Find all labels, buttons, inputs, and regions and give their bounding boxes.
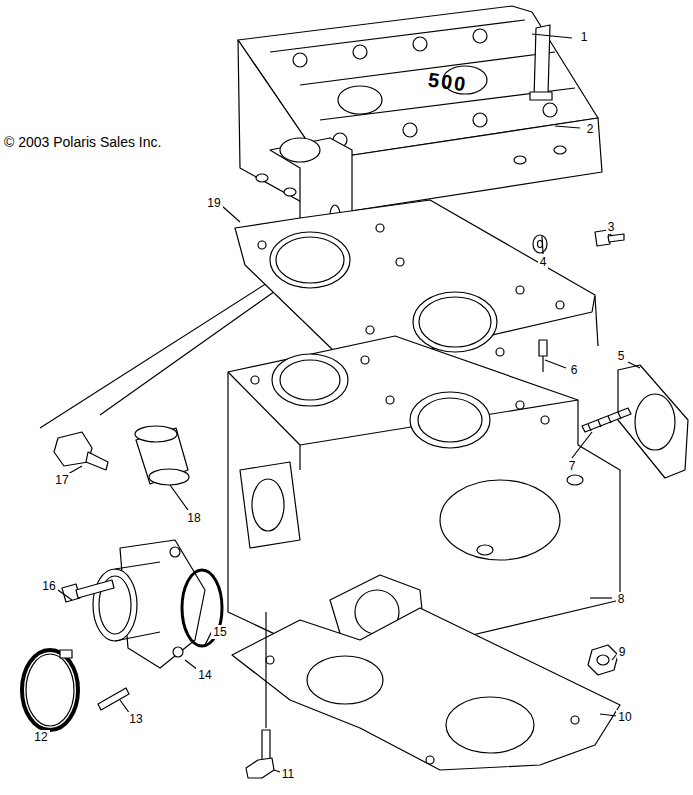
callout-number: 3 [606,220,617,234]
callout-number: 11 [280,767,296,781]
callout-number: 9 [617,645,628,659]
callout-number: 10 [616,710,633,724]
callout-number: 6 [569,363,580,377]
callout-number: 8 [616,592,627,606]
callout-number: 18 [185,511,202,525]
callout-number: 13 [127,712,144,726]
callout-number: 15 [211,625,228,639]
callout-number: 1 [579,30,590,44]
callout-number: 19 [205,196,222,210]
callout-number: 17 [53,473,70,487]
callout-number: 5 [616,349,627,363]
callout-number: 4 [538,255,549,269]
callout-number: 16 [40,579,57,593]
callout-number: 7 [567,459,578,473]
callout-number: 2 [585,122,596,136]
callout-number: 14 [196,668,213,682]
callout-number: 12 [32,730,49,744]
copyright-note: © 2003 Polaris Sales Inc. [2,134,163,150]
